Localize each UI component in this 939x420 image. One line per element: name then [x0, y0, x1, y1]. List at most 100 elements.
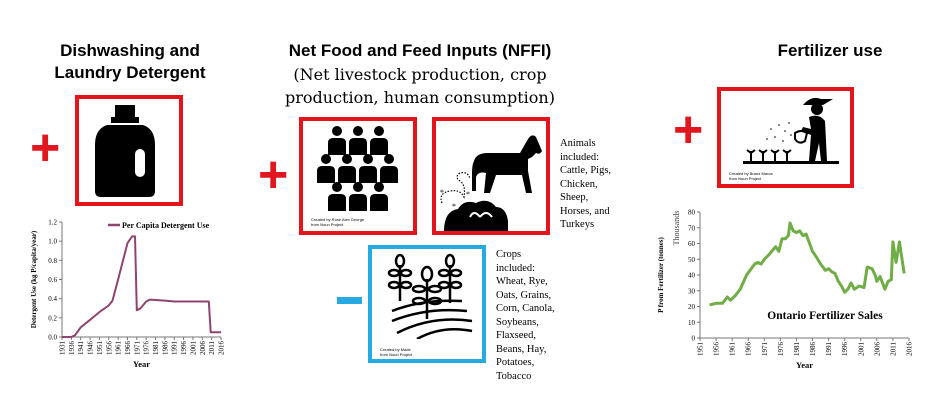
y-tick-label: 40 [688, 272, 696, 280]
people-credit: Created by Rose Alex George from Noun Pr… [311, 217, 364, 227]
animals-note-line: included: [560, 151, 600, 163]
fertilizer-credit-line2: from Noun Project [729, 176, 762, 181]
crops-minus-sign: - [337, 297, 362, 304]
y-axis-label: P from Fertilizer (tonnes) [657, 236, 665, 312]
person-icon [380, 154, 398, 183]
x-tick-label: 2016 [906, 342, 914, 357]
x-tick-label: 1936 [68, 341, 76, 356]
x-tick-label: 1996 [180, 341, 188, 356]
y-tick-label: 20 [688, 303, 696, 311]
person-icon [370, 182, 388, 211]
detergent-bottle-icon [95, 105, 155, 197]
x-tick-label: 1961 [729, 342, 737, 357]
x-tick-label: 1971 [133, 341, 141, 356]
x-tick-label: 1966 [124, 341, 132, 356]
nffi-title: Net Food and Feed Inputs (NFFI) [288, 41, 552, 60]
person-icon [349, 126, 367, 155]
people-icon-box: Created by Rose Alex George from Noun Pr… [299, 117, 417, 235]
detergent-plus-sign: + [30, 119, 61, 177]
x-tick-label: 2001 [189, 341, 197, 356]
y-tick-label: 1.0 [48, 238, 57, 246]
person-icon [328, 126, 346, 155]
fertilizer-title: Fertilizer use [777, 41, 883, 60]
crops-note-line: Oats, Grains, [496, 289, 552, 301]
animals-icon-box: * * * [432, 117, 550, 235]
y-tick-label: 0.0 [48, 334, 57, 342]
x-tick-label: 1971 [761, 342, 769, 357]
data-line [62, 235, 221, 338]
crops-note-line: Crops [496, 249, 522, 260]
data-line [709, 221, 906, 307]
x-tick-label: 1946 [87, 341, 95, 356]
x-tick-label: 1986 [161, 341, 169, 356]
person-icon [328, 182, 346, 211]
detergent-title-line2: Laundry Detergent [54, 63, 206, 82]
x-tick-label: 1951 [96, 341, 104, 356]
y-tick-label: 60 [688, 240, 696, 248]
animals-note-line: Chicken, [560, 178, 598, 190]
y-tick-label: 0.6 [48, 276, 57, 284]
fertilizer-credit: Created by Brand Marca from Noun Project [729, 171, 773, 181]
x-axis-label: Year [133, 359, 150, 369]
person-icon [317, 154, 335, 183]
x-tick-label: 1931 [59, 341, 67, 356]
y-tick-label: 0.4 [48, 295, 57, 303]
animals-note-line: Horses, and [560, 205, 610, 217]
nffi-subtitle-line2: production, human consumption) [285, 88, 555, 107]
person-icon [370, 126, 388, 155]
legend-label: Per Capita Detergent Use [122, 221, 210, 230]
animals-note-line: Sheep, [560, 192, 589, 203]
person-icon [338, 154, 356, 183]
y-tick-label: 0.8 [48, 257, 57, 265]
crops-icon-box: Created by Made from Noun Project [368, 245, 486, 363]
crops-note-line: Corn, Canola, [496, 303, 555, 314]
y-tick-label: 0.2 [48, 314, 57, 322]
crops-note-line: Soybeans, [496, 316, 539, 328]
crops-field-icon [387, 253, 473, 341]
crops-credit: Created by Made from Noun Project [380, 347, 412, 357]
svg-text:*: * [452, 202, 456, 211]
crops-note-line: Flaxseed, [496, 330, 536, 341]
y-tick-label: 50 [688, 256, 696, 264]
person-icon [359, 154, 377, 183]
chart-title: Ontario Fertilizer Sales [767, 310, 883, 322]
x-tick-label: 1996 [841, 342, 849, 357]
animals-note-line: Turkeys [560, 219, 595, 230]
fertilizer-plus-sign: + [673, 101, 704, 159]
x-tick-label: 2001 [857, 342, 865, 357]
crops-note-line: included: [496, 262, 536, 274]
x-tick-label: 1956 [105, 341, 113, 356]
y-tick-label: 10 [688, 319, 696, 327]
crops-note-line: Tobacco [496, 370, 532, 382]
crops-note-line: Potatoes, [496, 357, 535, 368]
x-tick-label: 2011 [208, 341, 216, 355]
x-tick-label: 1956 [713, 342, 721, 357]
animals-note-line: Cattle, Pigs, [560, 165, 612, 176]
x-tick-label: 1991 [825, 342, 833, 357]
svg-text:*: * [440, 188, 444, 197]
x-tick-label: 1941 [77, 341, 85, 356]
person-icon [349, 182, 367, 211]
nffi-subtitle-line1: (Net livestock production, crop [293, 65, 547, 84]
farmer-fertilizing-icon [743, 97, 839, 164]
svg-text:*: * [466, 190, 470, 199]
x-tick-label: 1951 [697, 342, 705, 357]
x-axis-label: Year [796, 360, 813, 370]
horse-manure-icon: * * * [440, 135, 542, 231]
fertilizer-credit-line1: Created by Brand Marca [729, 171, 773, 176]
y-tick-label: 80 [688, 209, 696, 217]
people-credit-line1: Created by Rose Alex George [311, 217, 365, 222]
detergent-icon-box [75, 95, 183, 206]
x-tick-label: 2016 [218, 341, 226, 356]
detergent-title-line1: Dishwashing and [60, 41, 200, 60]
crops-credit-line2: from Noun Project [380, 352, 413, 357]
x-tick-label: 1966 [745, 342, 753, 357]
x-tick-label: 1981 [793, 342, 801, 357]
x-tick-label: 1981 [152, 341, 160, 356]
detergent-title: Dishwashing and Laundry Detergent [30, 40, 230, 84]
x-tick-label: 2011 [889, 342, 897, 356]
